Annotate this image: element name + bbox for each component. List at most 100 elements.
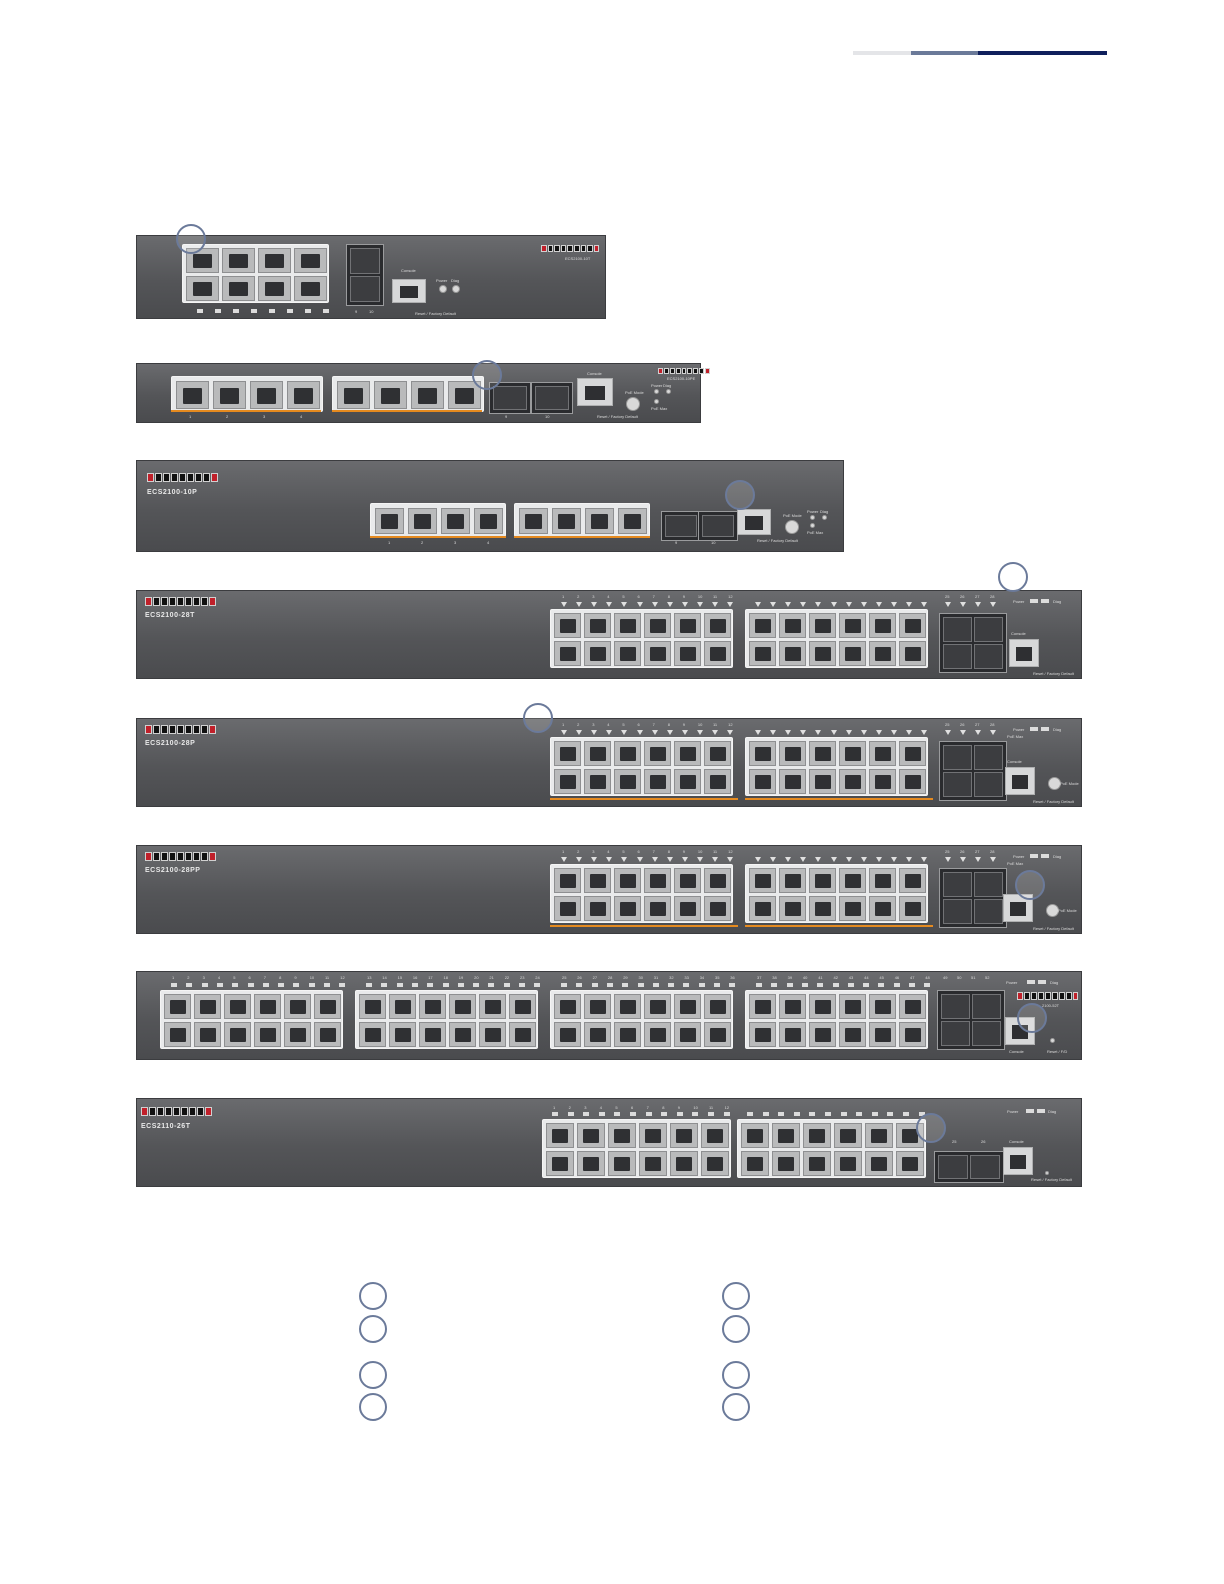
rj45-port <box>479 994 506 1019</box>
rj45-port <box>614 741 641 766</box>
port-led <box>960 730 966 735</box>
port-number: 1 <box>553 1105 556 1110</box>
port-number: 32 <box>669 975 674 980</box>
port-led <box>473 983 480 987</box>
port-number: 1 <box>172 975 175 980</box>
rj45-port <box>509 994 536 1019</box>
rj45-port-group <box>160 990 343 1049</box>
rj45-port <box>644 769 671 794</box>
port-number: 16 <box>412 975 418 980</box>
port-number: 35 <box>715 975 720 980</box>
port-number: 11 <box>325 975 330 980</box>
port-number: 31 <box>653 975 659 980</box>
port-led <box>651 857 658 862</box>
port-number: 8 <box>667 849 670 854</box>
diag-led <box>1038 980 1046 984</box>
sfp-slot <box>941 994 970 1019</box>
rj45-port <box>258 248 291 273</box>
diag-label: Diag <box>1048 1109 1057 1114</box>
power-label: Power <box>807 509 819 514</box>
port-number: 48 <box>925 975 930 980</box>
port-number: 25 <box>945 594 950 599</box>
power-label: Power <box>1013 854 1025 859</box>
port-number: 6 <box>248 975 251 980</box>
port-number: 2 <box>577 849 580 854</box>
diag-led <box>666 389 671 394</box>
port-number: 1 <box>388 540 391 545</box>
model-label: ECS2110-26T <box>141 1123 191 1130</box>
sfp-slot <box>974 745 1003 770</box>
port-led <box>921 857 928 862</box>
rj45-port <box>749 641 776 666</box>
port-led <box>676 1112 683 1116</box>
rj45-port <box>701 1123 729 1148</box>
rj45-port <box>419 994 446 1019</box>
port-led <box>552 1112 558 1116</box>
port-number: 8 <box>667 594 670 599</box>
port-led <box>906 857 912 862</box>
poe-max-label: PoE Max <box>807 530 824 535</box>
port-number: 25 <box>945 849 950 854</box>
sfp-slot <box>350 276 380 302</box>
port-number: 6 <box>637 849 640 854</box>
port-number: 45 <box>879 975 884 980</box>
rj45-port-group <box>737 1119 926 1178</box>
sfp-slot <box>493 386 527 410</box>
port-number: 2 <box>577 722 580 727</box>
port-number: 13 <box>367 975 372 980</box>
poe-mode-label: PoE Mode <box>1060 781 1079 786</box>
rj45-port <box>546 1123 574 1148</box>
port-led <box>800 857 807 862</box>
rj45-port <box>449 994 476 1019</box>
sfp-slot <box>943 899 972 924</box>
port-led <box>903 1112 909 1116</box>
port-number: 26 <box>577 975 582 980</box>
rj45-port <box>554 741 581 766</box>
port-led <box>591 857 598 862</box>
rj45-port <box>704 769 731 794</box>
port-number: 26 <box>960 849 965 854</box>
port-number: 30 <box>638 975 643 980</box>
port-led <box>171 983 177 987</box>
port-number: 7 <box>652 849 655 854</box>
port-led <box>576 857 583 862</box>
header-accent-mid <box>911 51 978 55</box>
rj45-port <box>639 1151 667 1176</box>
port-number: 6 <box>637 722 640 727</box>
callout-marker <box>176 224 206 254</box>
poe-mode-button <box>1048 777 1061 790</box>
rj45-port <box>899 613 926 638</box>
port-led <box>815 857 822 862</box>
console-port <box>1003 1147 1033 1175</box>
port-number: 27 <box>975 594 980 599</box>
rj45-port <box>749 741 776 766</box>
port-led <box>636 857 643 862</box>
port-number: 27 <box>975 849 980 854</box>
port-number: 1 <box>562 849 565 854</box>
diag-label: Diag <box>1050 980 1059 985</box>
port-led <box>847 983 854 987</box>
poe-mode-button <box>1046 904 1059 917</box>
port-number: 28 <box>990 594 995 599</box>
poe-indicator-line <box>370 536 506 538</box>
rj45-port <box>608 1151 636 1176</box>
sfp-slot <box>974 899 1003 924</box>
rj45-port <box>865 1123 893 1148</box>
port-led <box>918 1112 925 1116</box>
port-number: 3 <box>592 722 595 727</box>
port-led <box>591 602 598 607</box>
port-led <box>696 602 703 607</box>
port-number: 8 <box>667 722 670 727</box>
sfp-slot <box>350 248 380 274</box>
rj45-port <box>644 641 671 666</box>
console-label: Console <box>1007 759 1022 764</box>
port-led <box>636 730 643 735</box>
edgecore-logo <box>1017 992 1079 1000</box>
reset-label: Reset / F/D <box>1047 1049 1068 1054</box>
power-label: Power <box>1013 599 1025 604</box>
callout-marker <box>472 360 502 390</box>
reset-label: Reset / Factory Default <box>1033 799 1074 804</box>
port-led <box>921 730 928 735</box>
rj45-port <box>644 868 671 893</box>
